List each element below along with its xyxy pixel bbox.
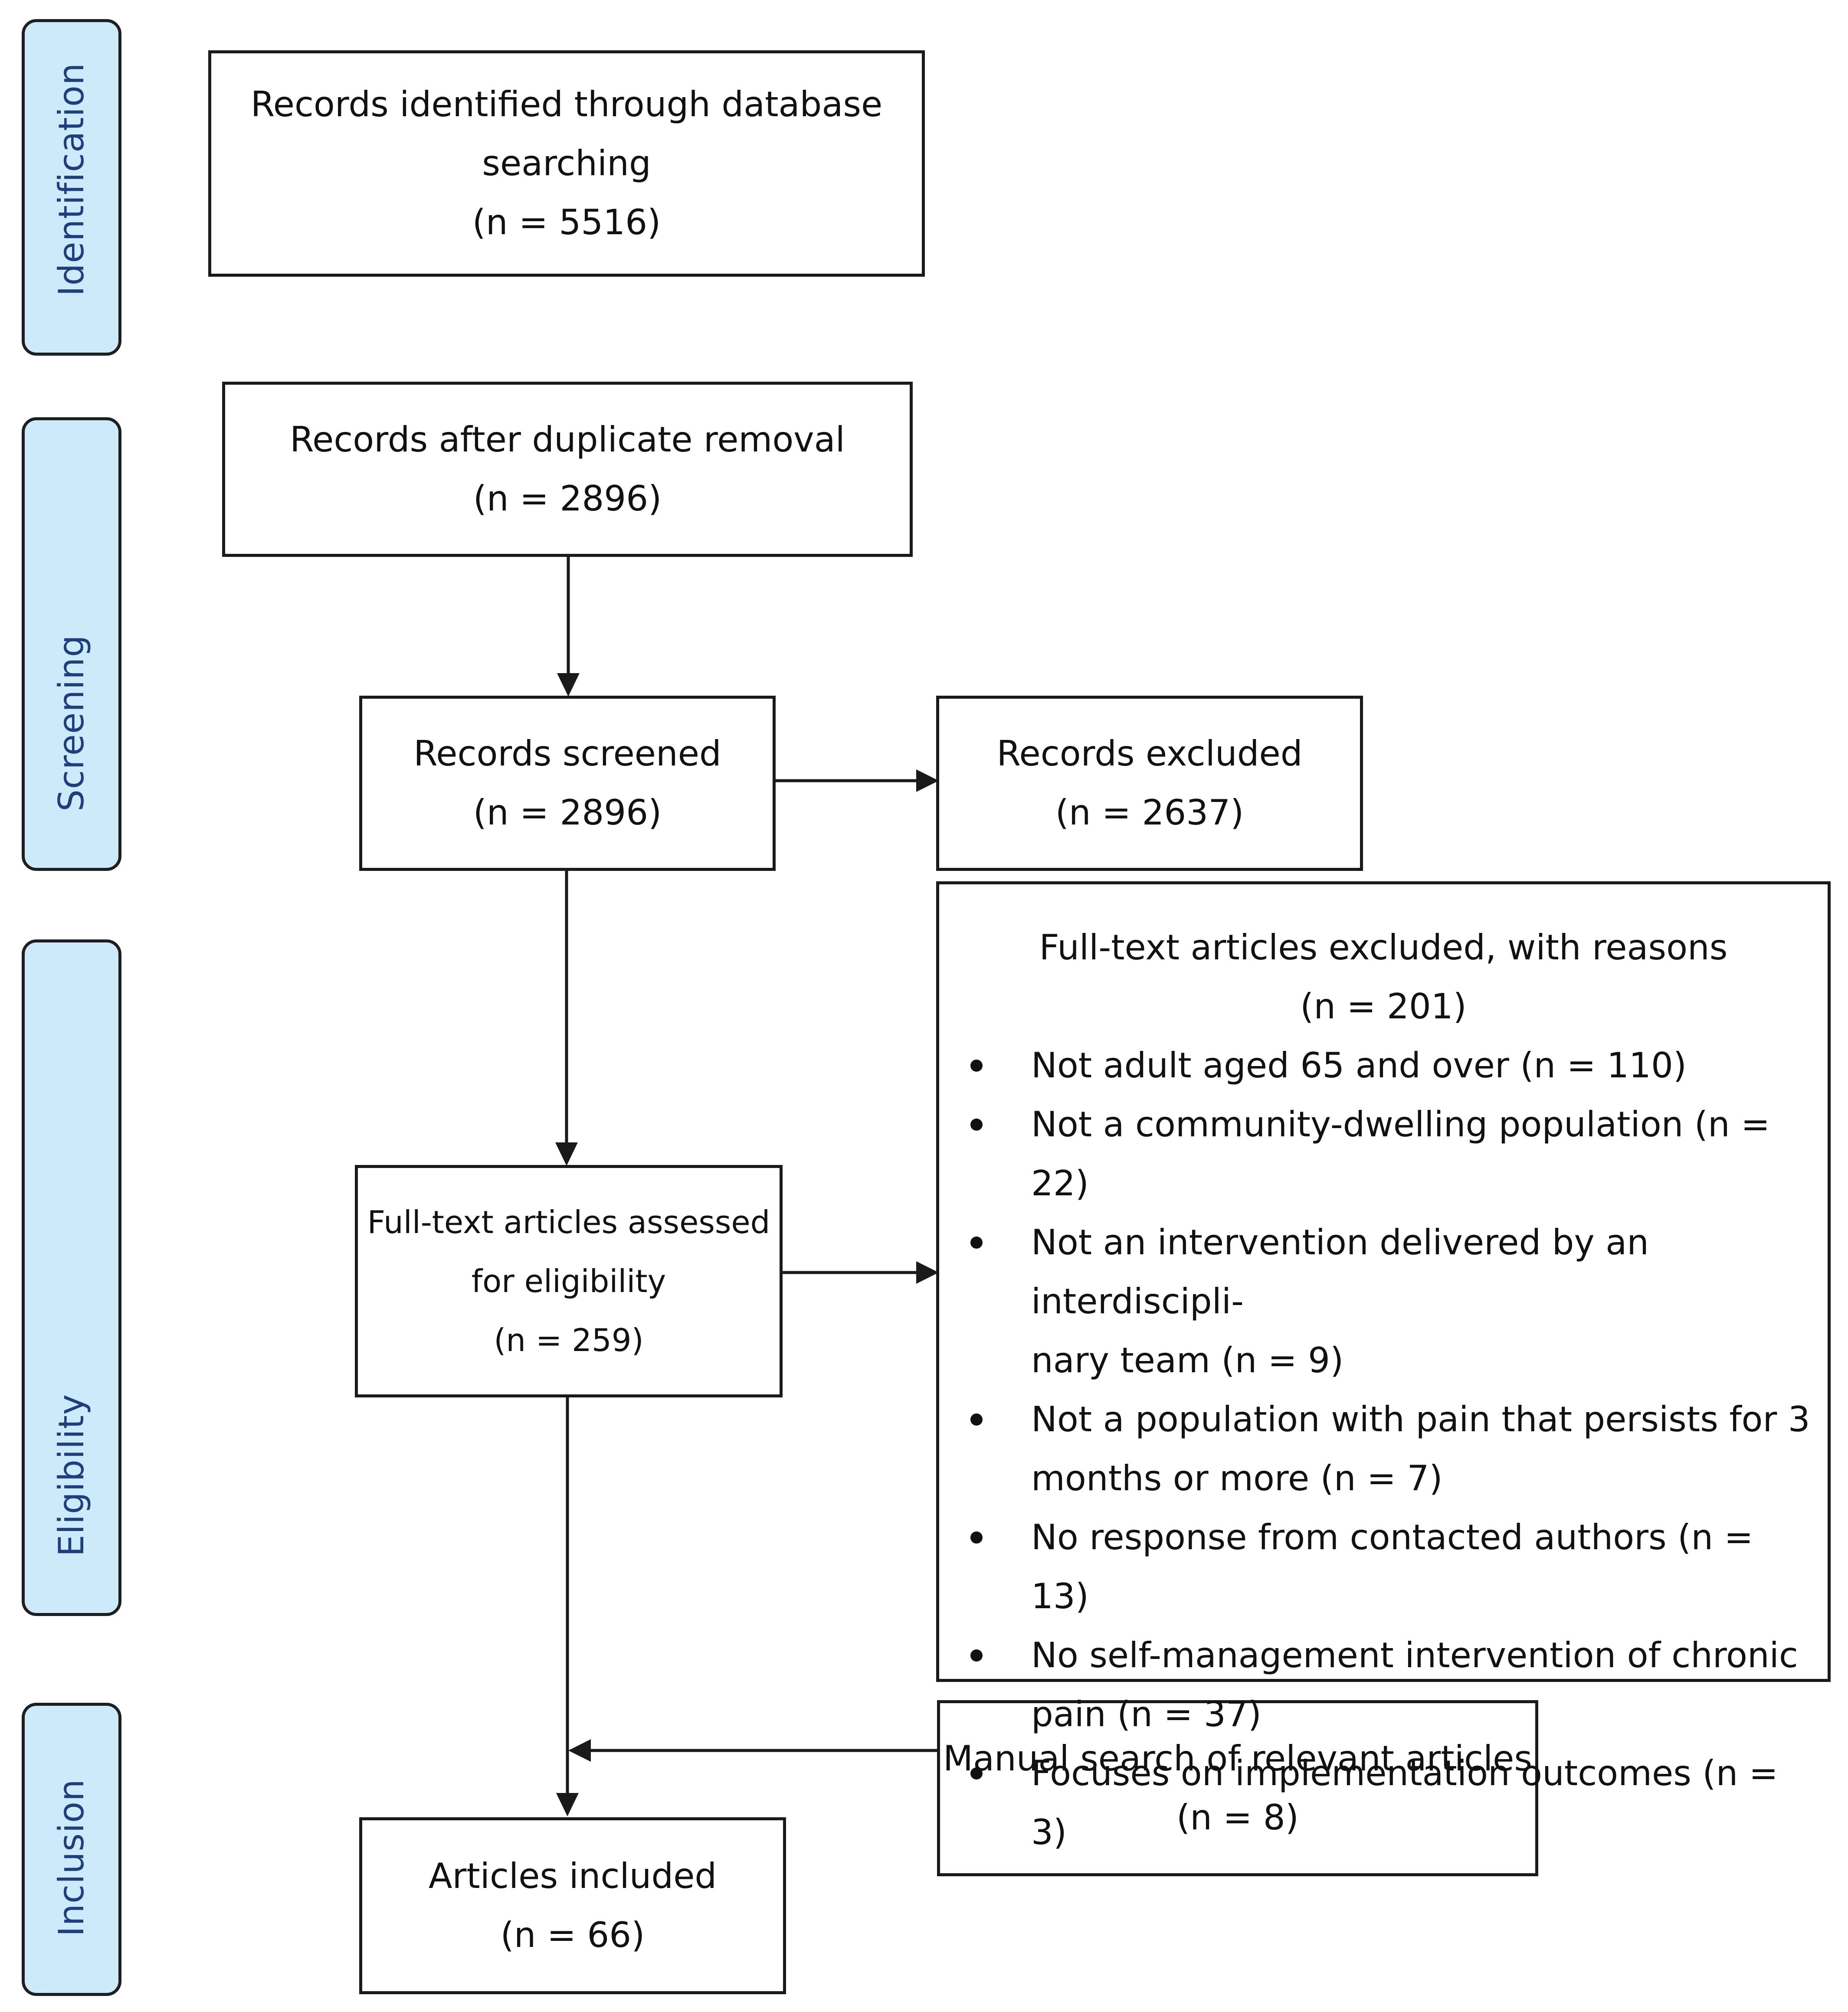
- box-line: (n = 5516): [472, 202, 661, 242]
- box-line: Articles included: [428, 1856, 717, 1896]
- box-line: (n = 259): [494, 1322, 644, 1358]
- exclusion-reason-text: No self-management intervention of chron…: [1031, 1635, 1798, 1675]
- exclusion-reason: Focuses on implementation outcomes (n = …: [939, 1744, 1828, 1862]
- arrowhead-included: [556, 1793, 579, 1816]
- bullet-icon: [970, 1649, 983, 1662]
- exclusion-reason: Not a population with pain that persists…: [939, 1390, 1828, 1508]
- stage-inclusion: Inclusion: [22, 1703, 121, 1996]
- box-articles-included: Articles included (n = 66): [359, 1817, 786, 1994]
- fulltext-excluded-title: Full-text articles excluded, with reason…: [1039, 927, 1728, 968]
- bullet-icon: [970, 1767, 983, 1780]
- exclusion-reason: Not adult aged 65 and over (n = 110): [939, 1036, 1828, 1095]
- exclusion-reason: No self-management intervention of chron…: [939, 1626, 1828, 1744]
- bullet-icon: [970, 1413, 983, 1426]
- box-line: (n = 2896): [473, 792, 662, 833]
- stage-screening: Screening: [22, 417, 121, 871]
- box-line: Records screened: [413, 733, 721, 774]
- bullet-icon: [970, 1060, 983, 1072]
- bullet-icon: [970, 1237, 983, 1249]
- box-line: Records identified through database: [250, 84, 883, 124]
- box-manual-search: Manual search of relevant articles (n = …: [937, 1700, 1538, 1876]
- arrowhead-screened: [557, 673, 580, 697]
- box-records-screened: Records screened (n = 2896): [359, 696, 776, 871]
- box-records-after-dedup: Records after duplicate removal (n = 289…: [222, 382, 913, 557]
- arrowhead-excluded: [916, 769, 939, 792]
- bullet-icon: [970, 1119, 983, 1131]
- exclusion-reason: No response from contacted authors (n = …: [939, 1508, 1828, 1626]
- box-line: searching: [482, 143, 651, 183]
- exclusion-reason: Not a community-dwelling population (n =…: [939, 1095, 1828, 1213]
- exclusion-reason-text: Not an intervention delivered by an inte…: [1031, 1222, 1649, 1322]
- box-line: Manual search of relevant articles: [943, 1738, 1533, 1779]
- box-line: (n = 66): [500, 1915, 645, 1955]
- bullet-icon: [970, 1531, 983, 1544]
- exclusion-reason-text: Not a population with pain that persists…: [1031, 1399, 1810, 1439]
- arrowhead-manual: [568, 1739, 591, 1762]
- exclusion-reason-text: No response from contacted authors (n = …: [1031, 1517, 1753, 1616]
- exclusion-reason-text: Focuses on implementation outcomes (n = …: [1031, 1753, 1778, 1852]
- box-line: for eligibility: [471, 1263, 666, 1299]
- exclusion-reasons-list: Not adult aged 65 and over (n = 110) Not…: [939, 1036, 1828, 1862]
- box-line: Records after duplicate removal: [290, 419, 845, 460]
- arrowhead-assessed: [555, 1142, 578, 1166]
- box-records-identified: Records identified through database sear…: [208, 50, 925, 277]
- stage-identification: Identification: [22, 19, 121, 356]
- box-line: Full-text articles assessed: [367, 1204, 770, 1240]
- box-fulltext-excluded: Full-text articles excluded, with reason…: [936, 881, 1831, 1852]
- exclusion-reason-text: nary team (n = 9): [1031, 1340, 1344, 1381]
- exclusion-reason: Not an intervention delivered by an inte…: [939, 1213, 1828, 1390]
- exclusion-reason-text: Not adult aged 65 and over (n = 110): [1031, 1045, 1687, 1086]
- box-line: Records excluded: [996, 733, 1303, 774]
- exclusion-reason-text: pain (n = 37): [1031, 1694, 1261, 1734]
- stage-eligibility: Eligibility: [22, 939, 121, 1616]
- box-line: (n = 2637): [1055, 792, 1244, 833]
- exclusion-reason-text: months or more (n = 7): [1031, 1458, 1443, 1498]
- box-records-excluded: Records excluded (n = 2637): [936, 696, 1363, 871]
- arrowhead-fulltext-excluded: [916, 1261, 939, 1284]
- box-line: (n = 8): [1176, 1797, 1299, 1838]
- exclusion-reason-text: Not a community-dwelling population (n =…: [1031, 1104, 1770, 1204]
- box-line: (n = 2896): [473, 478, 662, 519]
- box-fulltext-assessed: Full-text articles assessed for eligibil…: [355, 1165, 783, 1397]
- fulltext-excluded-count: (n = 201): [1300, 986, 1467, 1027]
